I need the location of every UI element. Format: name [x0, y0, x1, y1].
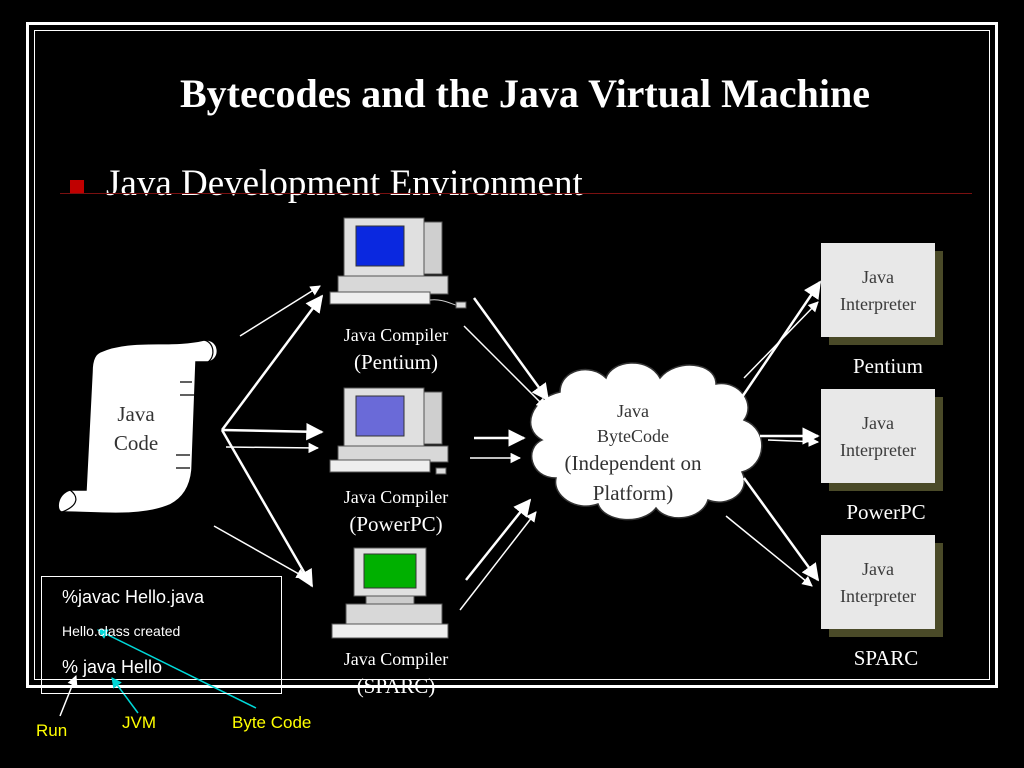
compiler-pentium-label: Java Compiler (Pentium) — [316, 322, 476, 376]
compiler-platform: (Pentium) — [354, 350, 438, 374]
pentium-computer-icon — [329, 217, 467, 309]
compiler-powerpc-label: Java Compiler (PowerPC) — [316, 484, 476, 538]
bullet-square-icon — [70, 179, 84, 194]
interpreter-line1: Java — [862, 267, 894, 287]
command-box: %javac Hello.java Hello.class created % … — [41, 576, 282, 694]
bytecode-line2: ByteCode — [597, 426, 669, 446]
compiler-name: Java Compiler — [343, 649, 449, 669]
bytecode-cloud-icon — [530, 362, 763, 521]
bytecode-line3: (Independent on — [564, 451, 702, 475]
interpreter-powerpc-box: Java Interpreter — [821, 389, 935, 483]
java-code-scroll-icon — [57, 339, 218, 515]
run-annotation: Run — [36, 721, 68, 740]
sparc-computer-icon — [331, 547, 449, 639]
interpreter-line2: Interpreter — [840, 586, 916, 606]
powerpc-computer-icon — [329, 387, 449, 475]
bytecode-annotation: Byte Code — [232, 713, 312, 732]
java-code-line2: Code — [113, 431, 159, 455]
bytecode-line1: Java — [617, 401, 649, 421]
bytecode-line4: Platform) — [592, 481, 674, 505]
title-underline — [60, 193, 972, 194]
interpreter-pentium-platform: Pentium — [852, 354, 923, 378]
interpreter-pentium-box: Java Interpreter — [821, 243, 935, 337]
interpreter-sparc-box: Java Interpreter — [821, 535, 935, 629]
compiler-platform: (SPARC) — [356, 674, 436, 698]
java-run-command: % java Hello — [62, 657, 163, 677]
compiler-name: Java Compiler — [343, 487, 449, 507]
compiler-name: Java Compiler — [343, 325, 449, 345]
bullet-item: Java Development Environment — [70, 162, 583, 205]
slide-frame-outer — [26, 22, 998, 688]
slide-title: Bytecodes and the Java Virtual Machine — [180, 71, 870, 116]
interpreter-line2: Interpreter — [840, 440, 916, 460]
java-code-label: Java Code — [96, 400, 176, 458]
java-code-line1: Java — [117, 402, 155, 426]
jvm-annotation: JVM — [122, 713, 156, 732]
bullet-text: Java Development Environment — [106, 163, 583, 204]
compiler-sparc-label: Java Compiler (SPARC) — [316, 646, 476, 700]
class-created-message: Hello.class created — [62, 623, 181, 639]
interpreter-line1: Java — [862, 559, 894, 579]
compiler-platform: (PowerPC) — [349, 512, 443, 536]
interpreter-line2: Interpreter — [840, 294, 916, 314]
interpreter-powerpc-platform: PowerPC — [846, 500, 926, 524]
interpreter-line1: Java — [862, 413, 894, 433]
interpreter-sparc-platform: SPARC — [853, 646, 919, 670]
slide-frame-inner — [34, 30, 990, 680]
javac-command: %javac Hello.java — [62, 587, 205, 607]
bytecode-label: Java ByteCode (Independent on Platform) — [538, 398, 728, 508]
